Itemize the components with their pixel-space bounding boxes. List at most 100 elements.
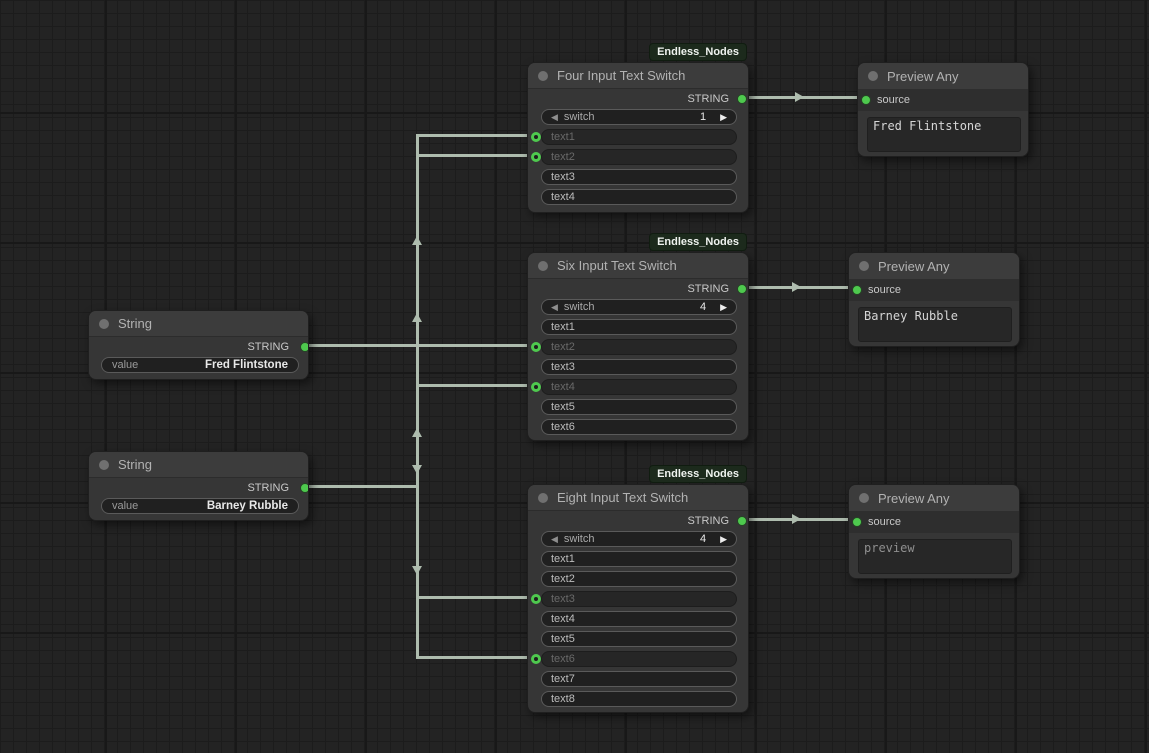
input-label: text6 (551, 653, 575, 665)
node-eight-input-text-switch[interactable]: Eight Input Text Switch STRING ◀ switch … (527, 484, 749, 713)
output-port-string[interactable] (300, 342, 308, 352)
node-preview-any-3[interactable]: Preview Any source preview (848, 484, 1020, 579)
node-title: Four Input Text Switch (557, 68, 686, 83)
node-preview-any-2[interactable]: Preview Any source Barney Rubble (848, 252, 1020, 347)
node-title: Preview Any (878, 490, 950, 506)
node-title: Preview Any (887, 68, 959, 84)
preview-text[interactable]: preview (858, 539, 1012, 574)
node-title: Preview Any (878, 258, 950, 274)
output-port-string[interactable] (737, 516, 747, 526)
collapse-dot[interactable] (868, 71, 878, 81)
output-port-string[interactable] (737, 94, 747, 104)
wire-arrow-right-icon (792, 514, 801, 524)
text4-widget[interactable]: text4 (541, 189, 737, 205)
collapse-dot[interactable] (99, 459, 109, 470)
switch-prev-arrow-icon[interactable]: ◀ (551, 302, 558, 312)
text1-widget[interactable]: text1 (541, 319, 737, 335)
input-port-source[interactable] (852, 517, 862, 527)
text1-widget[interactable]: text1 (541, 551, 737, 567)
input-port-text2[interactable] (531, 342, 541, 352)
collapse-dot[interactable] (538, 260, 548, 271)
switch-value: 4 (699, 301, 707, 313)
input-row-source: source (849, 279, 1019, 301)
input-row-text1: text1 (541, 129, 737, 145)
text3-widget[interactable]: text3 (541, 359, 737, 375)
input-row-text2: text2 (541, 149, 737, 165)
input-label: text3 (551, 593, 575, 605)
value-widget[interactable]: value Barney Rubble (101, 498, 299, 514)
wire-to-four-text1 (417, 134, 531, 137)
input-port-text4[interactable] (531, 382, 541, 392)
switch-value: 1 (699, 111, 707, 123)
node-four-input-text-switch[interactable]: Four Input Text Switch STRING ◀ switch 1… (527, 62, 749, 213)
node-preview-any-1[interactable]: Preview Any source Fred Flintstone (857, 62, 1029, 157)
output-port-string[interactable] (300, 483, 308, 493)
collapse-dot[interactable] (859, 261, 869, 271)
output-label: STRING (247, 341, 289, 353)
text5-widget[interactable]: text5 (541, 399, 737, 415)
switch-next-arrow-icon[interactable]: ▶ (720, 534, 727, 544)
text2-widget[interactable]: text2 (541, 571, 737, 587)
input-port-text3[interactable] (531, 594, 541, 604)
wire-arrow-right-icon (792, 282, 801, 292)
text6-widget[interactable]: text6 (541, 419, 737, 435)
switch-label: switch (563, 111, 595, 123)
switch-widget[interactable]: ◀ switch 4 ▶ (541, 299, 737, 315)
text7-widget[interactable]: text7 (541, 671, 737, 687)
output-label: STRING (247, 482, 289, 494)
wire-arrow-up-icon (412, 236, 422, 245)
text4-widget[interactable]: text4 (541, 611, 737, 627)
output-port-string[interactable] (737, 284, 747, 294)
text3-widget[interactable]: text3 (541, 169, 737, 185)
preview-text[interactable]: Barney Rubble (858, 307, 1012, 342)
switch-widget[interactable]: ◀ switch 4 ▶ (541, 531, 737, 547)
input-row-text3: text3 (541, 591, 737, 607)
collapse-dot[interactable] (99, 318, 109, 329)
input-port-text2[interactable] (531, 152, 541, 162)
node-title: String (118, 316, 152, 331)
node-title-bar: String (89, 311, 308, 337)
collapse-dot[interactable] (859, 493, 869, 503)
switch-next-arrow-icon[interactable]: ▶ (720, 302, 727, 312)
switch-value: 4 (699, 533, 707, 545)
wire-arrow-down-icon (412, 566, 422, 575)
wire-vertical-bus (416, 134, 419, 659)
input-port-text6[interactable] (531, 654, 541, 664)
switch-widget[interactable]: ◀ switch 1 ▶ (541, 109, 737, 125)
output-label: STRING (687, 93, 729, 105)
wire-to-eight-text6 (417, 656, 531, 659)
node-title-bar: Preview Any (849, 485, 1019, 512)
wire-arrow-up-icon (412, 313, 422, 322)
input-port-text1[interactable] (531, 132, 541, 142)
input-port-source[interactable] (852, 285, 862, 295)
text8-widget[interactable]: text8 (541, 691, 737, 707)
switch-next-arrow-icon[interactable]: ▶ (720, 112, 727, 122)
output-label: STRING (687, 283, 729, 295)
node-title-bar: String (89, 452, 308, 478)
node-category-badge: Endless_Nodes (649, 43, 747, 61)
wire-barney-to-bus (304, 485, 419, 488)
node-string-fred[interactable]: String STRING value Fred Flintstone (88, 310, 309, 380)
switch-prev-arrow-icon[interactable]: ◀ (551, 112, 558, 122)
node-title: Six Input Text Switch (557, 258, 677, 273)
collapse-dot[interactable] (538, 70, 548, 81)
input-port-source[interactable] (861, 95, 871, 105)
widget-label: text3 (551, 361, 575, 373)
switch-prev-arrow-icon[interactable]: ◀ (551, 534, 558, 544)
input-label: source (868, 516, 902, 528)
node-string-barney[interactable]: String STRING value Barney Rubble (88, 451, 309, 521)
input-row-text6: text6 (541, 651, 737, 667)
node-six-input-text-switch[interactable]: Six Input Text Switch STRING ◀ switch 4 … (527, 252, 749, 441)
input-label: text2 (551, 151, 575, 163)
preview-text[interactable]: Fred Flintstone (867, 117, 1021, 152)
widget-label: text8 (551, 693, 575, 705)
input-label: text1 (551, 131, 575, 143)
node-title-bar: Six Input Text Switch (528, 253, 748, 279)
widget-label: value (112, 359, 139, 371)
collapse-dot[interactable] (538, 492, 548, 503)
input-row-source: source (858, 89, 1028, 111)
widget-label: text1 (551, 321, 575, 333)
value-widget[interactable]: value Fred Flintstone (101, 357, 299, 373)
text5-widget[interactable]: text5 (541, 631, 737, 647)
